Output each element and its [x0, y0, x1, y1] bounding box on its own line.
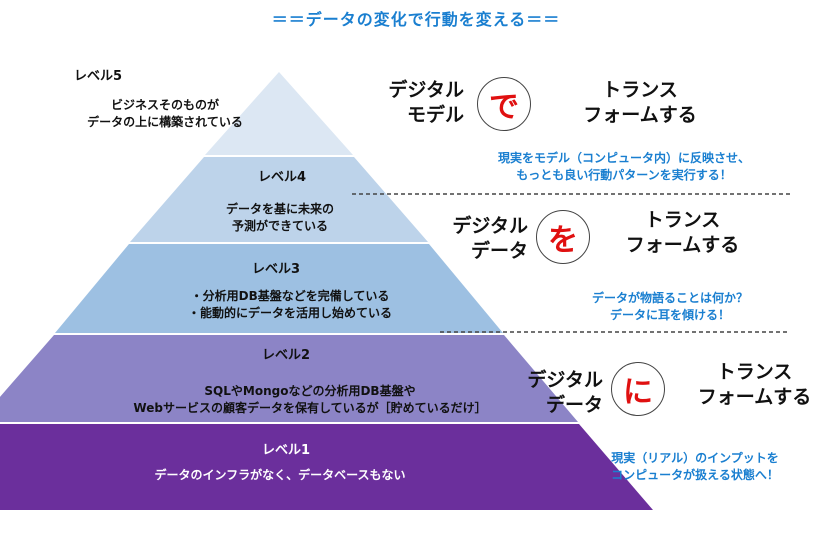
pyramid-band-level3: [55, 244, 503, 333]
transform3-note: 現実（リアル）のインプットを コンピュータが扱える状態へ！: [590, 450, 800, 484]
transform1-note-line1: 現実をモデル（コンピュータ内）に反映させ、: [497, 151, 750, 165]
transform2-left: デジタル データ: [440, 214, 528, 264]
level4-desc-line2: 予測ができている: [231, 219, 328, 233]
level5-desc: ビジネスそのものが データの上に構築されている: [40, 97, 290, 131]
level2-label: レベル2: [262, 348, 311, 363]
transform1-right-line1: トランス: [602, 79, 678, 101]
level2-desc-line2: Webサービスの顧客データを保有しているが［貯めているだけ］: [133, 401, 487, 415]
transform2-right-line2: フォームする: [625, 234, 740, 256]
transform2-right: トランス フォームする: [620, 208, 745, 258]
transform3-note-line1: 現実（リアル）のインプットを: [611, 451, 779, 465]
level5-desc-line2: データの上に構築されている: [87, 115, 243, 129]
transform3-note-line2: コンピュータが扱える状態へ！: [611, 468, 779, 482]
particle-de-circle: で: [477, 77, 531, 131]
page-title: ＝＝データの変化で行動を変える＝＝: [271, 10, 561, 29]
transform3-left-line1: デジタル: [527, 369, 603, 391]
transform3-left-line2: データ: [545, 394, 603, 416]
particle-wo-circle: を: [536, 210, 590, 264]
transform3-right-line2: フォームする: [697, 386, 812, 408]
level2-desc-line1: SQLやMongoなどの分析用DB基盤や: [204, 384, 416, 398]
transform2-left-line1: デジタル: [452, 215, 528, 237]
level5-desc-line1: ビジネスそのものが: [110, 98, 219, 112]
transform1-note-line2: もっとも良い行動パターンを実行する！: [516, 168, 732, 182]
transform3-right: トランス フォームする: [692, 360, 817, 410]
level4-desc: データを基に未来の 予測ができている: [180, 201, 380, 235]
pyramid-band-level4: [130, 157, 428, 242]
particle-ni-circle: に: [611, 362, 665, 416]
pyramid-band-level5: [205, 72, 353, 155]
level3-desc-line1: ・分析用DB基盤などを完備している: [190, 289, 390, 303]
level3-desc-line2: ・能動的にデータを活用し始めている: [187, 306, 392, 320]
level4-label: レベル4: [258, 170, 307, 185]
transform2-note: データが物語ることは何か？ データに耳を傾ける！: [560, 290, 780, 324]
level3-desc: ・分析用DB基盤などを完備している ・能動的にデータを活用し始めている: [160, 288, 420, 322]
level1-label: レベル1: [262, 443, 311, 458]
transform2-note-line2: データに耳を傾ける！: [609, 308, 730, 322]
transform2-left-line2: データ: [470, 240, 528, 262]
transform1-left-line1: デジタル: [388, 79, 464, 101]
transform1-right: トランス フォームする: [580, 78, 700, 128]
transform1-note: 現実をモデル（コンピュータ内）に反映させ、 もっとも良い行動パターンを実行する！: [466, 150, 782, 184]
transform3-left: デジタル データ: [515, 368, 603, 418]
transform1-right-line2: フォームする: [583, 104, 697, 126]
transform2-right-line1: トランス: [644, 209, 721, 231]
transform3-right-line1: トランス: [716, 361, 793, 383]
pyramid-band-level1: [0, 424, 653, 510]
level1-desc: データのインフラがなく、データベースもない: [154, 468, 406, 482]
level5-label: レベル5: [74, 69, 123, 84]
pyramid-band-level2: [0, 335, 578, 422]
transform2-note-line1: データが物語ることは何か？: [591, 291, 748, 305]
transform1-left-line2: モデル: [406, 104, 464, 126]
level4-desc-line1: データを基に未来の: [225, 202, 334, 216]
transform1-left: デジタル モデル: [376, 78, 464, 128]
level3-label: レベル3: [252, 262, 301, 277]
level2-desc: SQLやMongoなどの分析用DB基盤や Webサービスの顧客データを保有してい…: [110, 383, 510, 417]
